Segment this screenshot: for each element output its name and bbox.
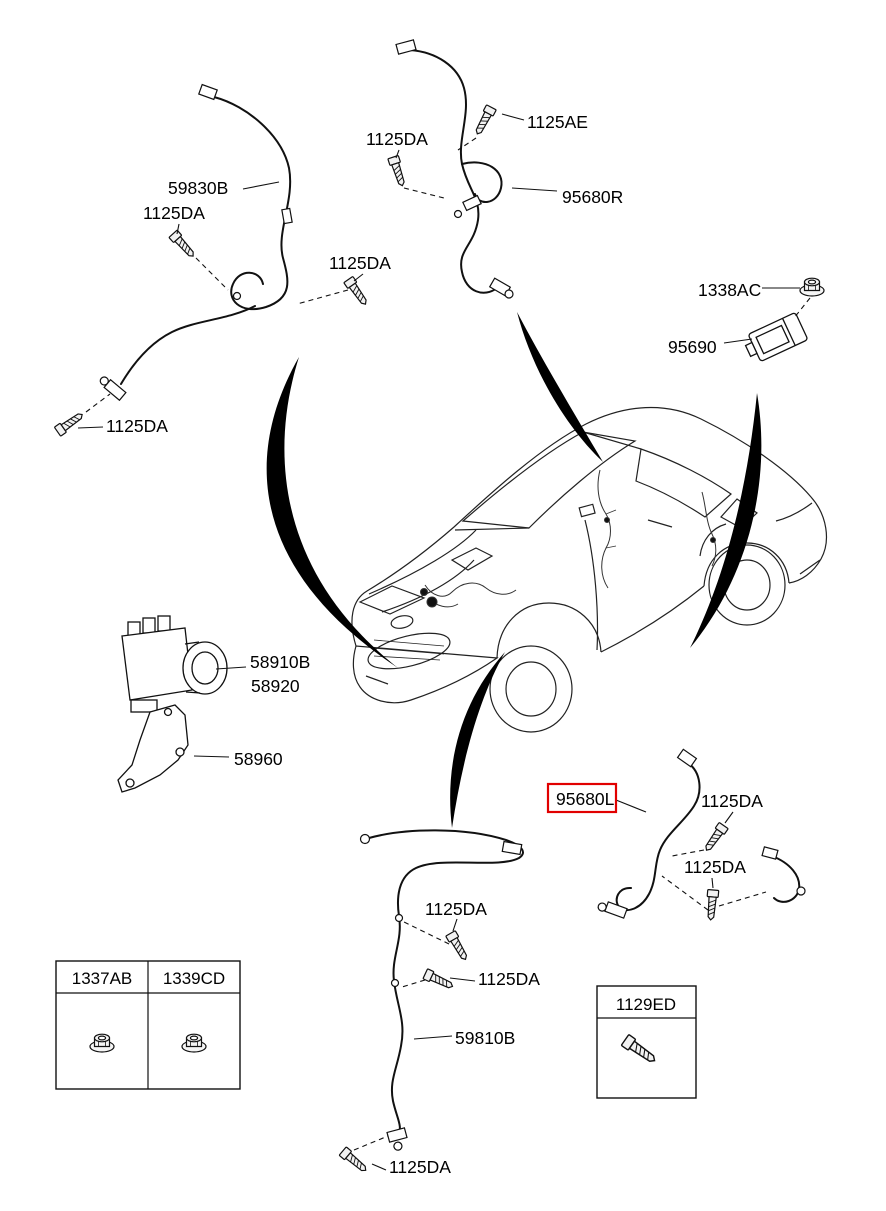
leader-swoosh	[266, 357, 398, 668]
part-label-95680l-selected[interactable]: 95680L	[556, 789, 615, 809]
bolt-icon	[445, 930, 471, 963]
selected-part-highlight-box	[546, 782, 618, 814]
bolt-box: 1129ED	[596, 985, 697, 1099]
table-header-1337ab[interactable]: 1337AB	[72, 969, 133, 988]
harness-95680l	[615, 762, 801, 912]
leader-swoosh	[690, 393, 762, 648]
part-label-1125da-7[interactable]: 1125DA	[425, 899, 487, 919]
part-label-58960[interactable]: 58960	[234, 749, 283, 769]
part-label-95680r[interactable]: 95680R	[562, 187, 623, 207]
part-label-1125da-6[interactable]: 1125DA	[684, 857, 746, 877]
part-label-1125da-5[interactable]: 1125DA	[701, 791, 763, 811]
part-label-58910b[interactable]: 58910B	[250, 652, 310, 672]
table-header-1339cd[interactable]: 1339CD	[163, 969, 225, 988]
bolt-icon	[704, 888, 720, 921]
part-label-1125da-8[interactable]: 1125DA	[478, 969, 540, 989]
harness-95680r	[409, 49, 503, 294]
part-label-59810b[interactable]: 59810B	[455, 1028, 515, 1048]
bracket-58960	[117, 704, 189, 793]
part-label-1125ae[interactable]: 1125AE	[527, 112, 588, 132]
harness-59810b	[368, 829, 524, 1137]
leader-swoosh	[450, 652, 505, 828]
ecu-95690	[744, 312, 808, 362]
harness-95680l-fittings	[597, 748, 806, 919]
bolt-icon	[168, 229, 198, 261]
harness-59830b	[120, 96, 292, 385]
label-leaders	[77, 113, 800, 1171]
vehicle-outline	[351, 406, 828, 733]
part-label-1338ac[interactable]: 1338AC	[698, 280, 761, 300]
leader-swooshes	[266, 312, 762, 828]
bolt-icon	[422, 968, 456, 992]
bolt-icon	[701, 821, 729, 854]
abs-unit-58910b	[121, 615, 228, 713]
fastener-table: 1337AB 1339CD	[55, 960, 241, 1090]
harness-95680r-fittings	[395, 39, 514, 299]
part-label-1125da-3[interactable]: 1125DA	[329, 253, 391, 273]
bolt-icon	[387, 154, 409, 188]
part-labels: 1125AE 1125DA 59830B 1125DA 95680R 1125D…	[106, 112, 763, 1177]
part-label-1125da-1[interactable]: 1125DA	[366, 129, 428, 149]
harness-59810b-fittings	[359, 833, 523, 1151]
part-label-58920[interactable]: 58920	[251, 676, 300, 696]
bolt-icon	[338, 1146, 370, 1176]
grommet-1338ac	[799, 277, 825, 297]
box-header-1129ed[interactable]: 1129ED	[616, 995, 676, 1014]
part-label-1125da-4[interactable]: 1125DA	[106, 416, 168, 436]
part-label-1125da-9[interactable]: 1125DA	[389, 1157, 451, 1177]
part-label-59830b[interactable]: 59830B	[168, 178, 228, 198]
bolt-icon	[343, 275, 371, 308]
bolt-icon	[53, 409, 86, 437]
in-car-wiring	[420, 469, 717, 608]
dashed-leaders	[85, 137, 811, 1151]
part-label-95690[interactable]: 95690	[668, 337, 717, 357]
bolt-icon	[471, 104, 497, 138]
harness-59830b-fittings	[99, 83, 293, 402]
part-label-1125da-2[interactable]: 1125DA	[143, 203, 205, 223]
